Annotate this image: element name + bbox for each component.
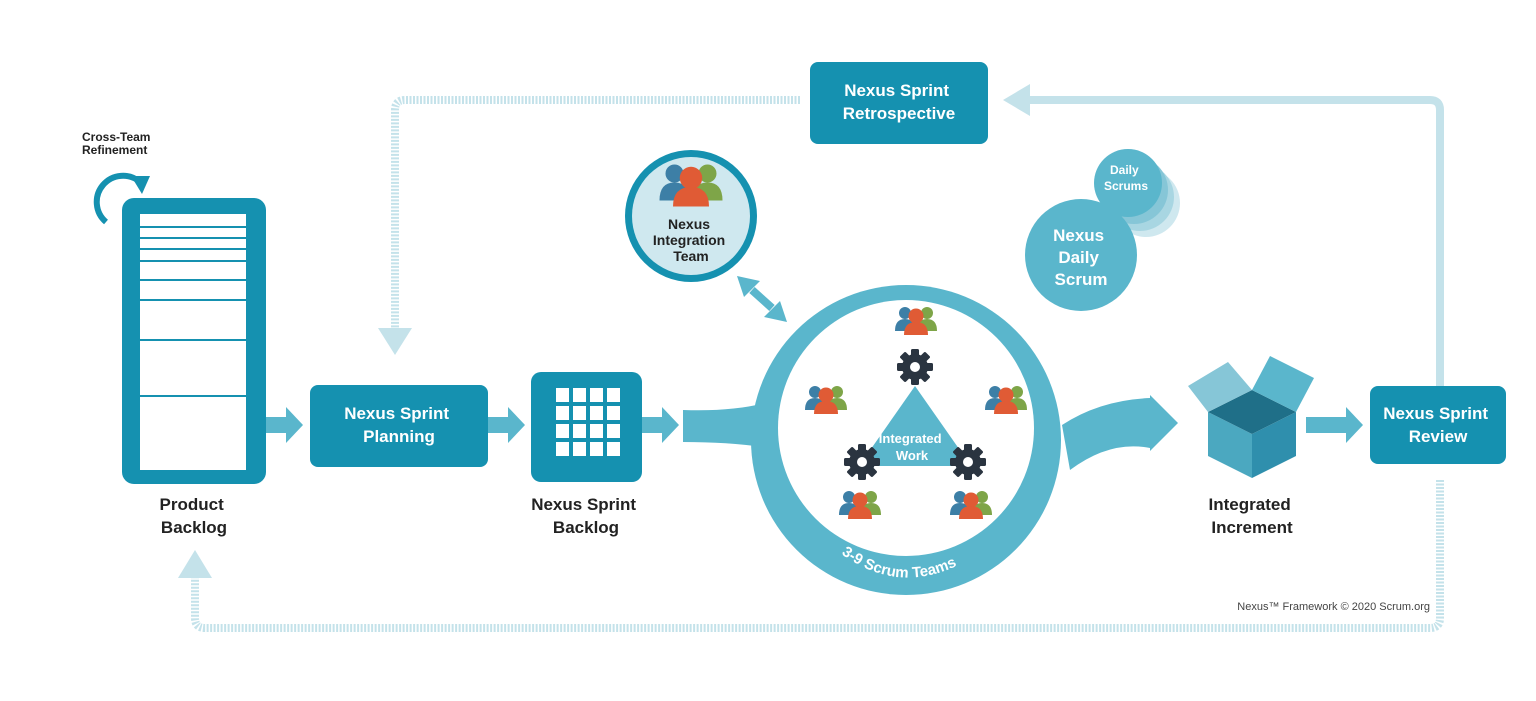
nexus-daily-scrum-label: Nexus Daily Scrum (1053, 226, 1109, 289)
review-to-retrospective-line (1030, 96, 1444, 386)
loop-up-arrowhead (178, 550, 212, 578)
retrospective-to-planning-line (391, 96, 800, 328)
integrated-increment-label: Integrated Increment (1209, 495, 1296, 537)
retro-arrowhead (1003, 84, 1030, 116)
swoosh-out (1062, 398, 1150, 470)
team-icon (659, 164, 723, 207)
product-backlog-label: Product Backlog (160, 495, 229, 537)
nexus-sprint-backlog-label: Nexus Sprint Backlog (531, 495, 641, 537)
scrum-team-icon (950, 491, 992, 519)
planning-down-arrowhead (378, 328, 412, 355)
scrum-team-icon (839, 491, 881, 519)
flow-arrow (1306, 407, 1363, 443)
nexus-integration-team: Nexus Integration Team (625, 150, 757, 282)
scrum-team-icon (985, 386, 1027, 414)
product-backlog (122, 198, 266, 484)
double-arrow (737, 276, 787, 322)
daily-scrums-label: Daily Scrums (1104, 163, 1148, 193)
nexus-sprint-retrospective-label: Nexus Sprint Retrospective (843, 81, 955, 123)
review-to-backlog-loop (191, 480, 1444, 632)
daily-scrums: Daily Scrums (1094, 149, 1180, 237)
gear-icon (844, 444, 880, 480)
flow-arrow (642, 407, 679, 443)
nexus-sprint-backlog (531, 372, 642, 482)
copyright-text: Nexus™ Framework © 2020 Scrum.org (1237, 601, 1430, 613)
integrated-work-label: Integrated Work (879, 431, 945, 463)
nexus-sprint-review-label: Nexus Sprint Review (1383, 404, 1493, 446)
cross-team-refinement-label: Cross-Team Refinement (82, 130, 154, 157)
nexus-sprint-review-box: Nexus Sprint Review (1370, 386, 1506, 464)
nexus-integration-team-label: Nexus Integration Team (653, 216, 729, 264)
flow-arrow (266, 407, 303, 443)
gear-icon (897, 349, 933, 385)
scrum-team-icon (895, 307, 937, 335)
nexus-sprint-retrospective-box: Nexus Sprint Retrospective (810, 62, 988, 144)
integrated-increment-box-icon (1188, 356, 1314, 478)
refinement-cycle-icon (93, 172, 150, 225)
swoosh-out-arrowhead (1150, 395, 1178, 451)
nexus-sprint-planning-label: Nexus Sprint Planning (344, 404, 454, 446)
scrum-team-icon (805, 386, 847, 414)
flow-arrow (488, 407, 525, 443)
gear-icon (950, 444, 986, 480)
nexus-sprint-planning-box: Nexus Sprint Planning (310, 385, 488, 467)
integrated-work-triangle (859, 386, 971, 466)
nexus-daily-scrum: Nexus Daily Scrum (1025, 199, 1137, 311)
